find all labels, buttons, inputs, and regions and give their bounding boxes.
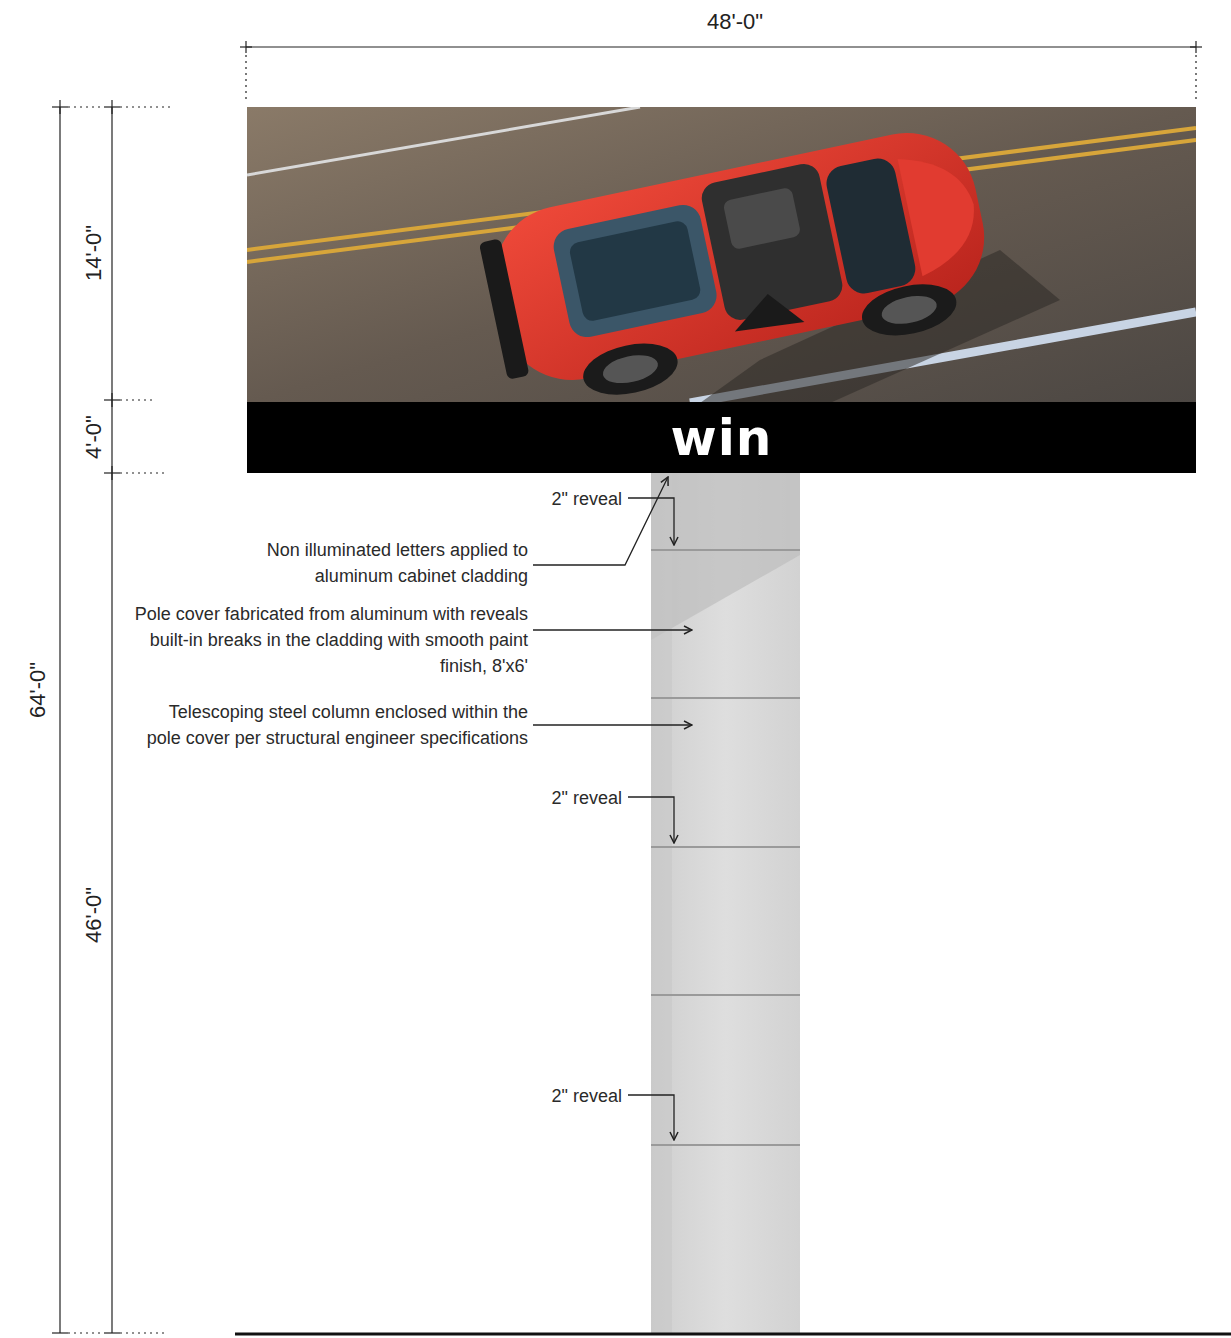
dimension-text: 4'-0" xyxy=(82,412,106,462)
logo-text: win xyxy=(671,413,773,463)
reveal-callout: 2" reveal xyxy=(550,1083,624,1109)
callout-note: Pole cover fabricated from aluminum with… xyxy=(126,601,528,679)
reveal-callout: 2" reveal xyxy=(550,785,624,811)
callout-note: Telescoping steel column enclosed within… xyxy=(136,699,528,751)
pole-cover xyxy=(651,473,800,1333)
dimension-lines xyxy=(52,41,1202,1333)
sign-band: win xyxy=(247,402,1196,473)
car-illustration xyxy=(475,120,1003,403)
billboard-image xyxy=(247,107,1196,403)
ground-line xyxy=(235,1333,1231,1336)
dimension-text: 64'-0" xyxy=(26,659,50,721)
dimension-text: 46'-0" xyxy=(82,884,106,946)
callout-note: Non illuminated letters applied to alumi… xyxy=(208,537,528,589)
reveal-callout: 2" reveal xyxy=(550,486,624,512)
leader-lines xyxy=(533,477,692,1140)
dimension-text: 14'-0" xyxy=(82,222,106,284)
dimension-text: 48'-0" xyxy=(704,10,766,34)
